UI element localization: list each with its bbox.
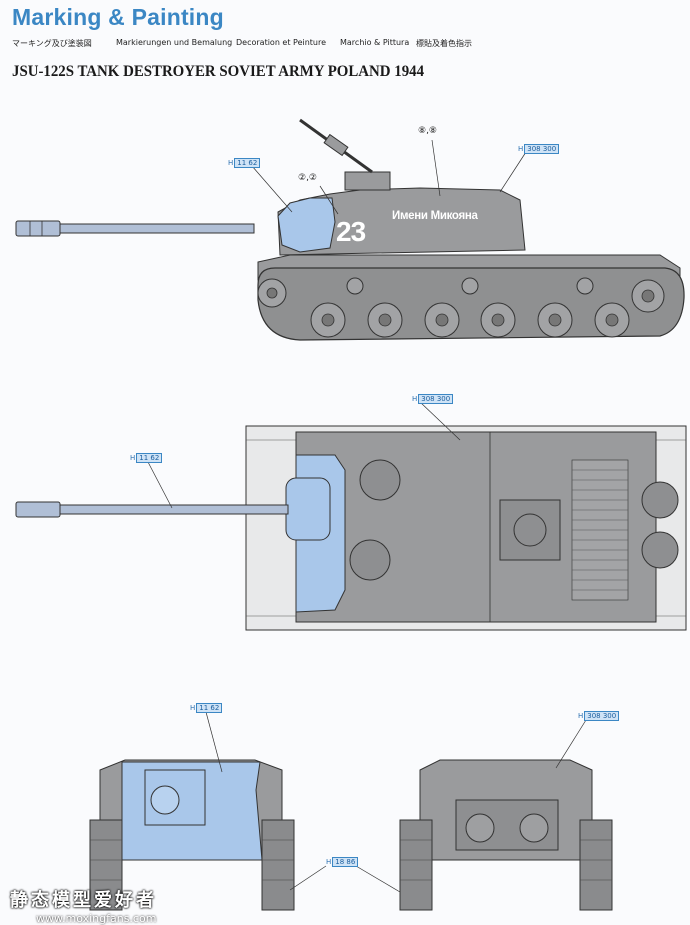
side-view bbox=[15, 118, 685, 341]
slogan-marking: Имени Микояна bbox=[392, 210, 478, 222]
subtitle-ja: マーキング及び塗装図 bbox=[12, 39, 92, 48]
top-view bbox=[15, 401, 687, 631]
top-muzzle-brake bbox=[15, 501, 61, 518]
rear-left-track bbox=[399, 819, 433, 911]
top-mantlet bbox=[285, 477, 331, 541]
side-gun-barrel bbox=[57, 223, 255, 234]
watermark-text: 静态模型爱好者 bbox=[10, 890, 157, 911]
watermark: 静态模型爱好者 www.moxingfans.com bbox=[10, 886, 250, 925]
subtitle-cn: 標貼及着色指示 bbox=[416, 39, 472, 48]
subtitle-de: Markierungen und Bemalung bbox=[116, 38, 233, 47]
watermark-url: www.moxingfans.com bbox=[36, 912, 157, 925]
rear-right-track bbox=[579, 819, 613, 911]
side-mantlet bbox=[277, 197, 336, 253]
model-title: JSU-122S TANK DESTROYER SOVIET ARMY POLA… bbox=[12, 63, 425, 80]
header: Marking & Painting マーキング及び塗装図 Markierung… bbox=[0, 0, 690, 60]
subtitle-fr: Decoration et Peinture bbox=[236, 38, 327, 47]
subtitle-it: Marchio & Pittura bbox=[340, 38, 410, 47]
side-superstructure bbox=[277, 187, 526, 256]
rear-view bbox=[289, 719, 613, 911]
hull-number-marking: 23 bbox=[336, 216, 366, 247]
front-left-track bbox=[89, 819, 123, 911]
top-gun-barrel bbox=[57, 504, 289, 515]
decal-callout-2: ②,② bbox=[298, 173, 317, 183]
front-right-track bbox=[261, 819, 295, 911]
decal-callout-8: ⑧,⑧ bbox=[418, 126, 437, 136]
front-view bbox=[89, 711, 295, 911]
page-title: Marking & Painting bbox=[12, 4, 224, 30]
side-muzzle-brake bbox=[15, 220, 61, 237]
